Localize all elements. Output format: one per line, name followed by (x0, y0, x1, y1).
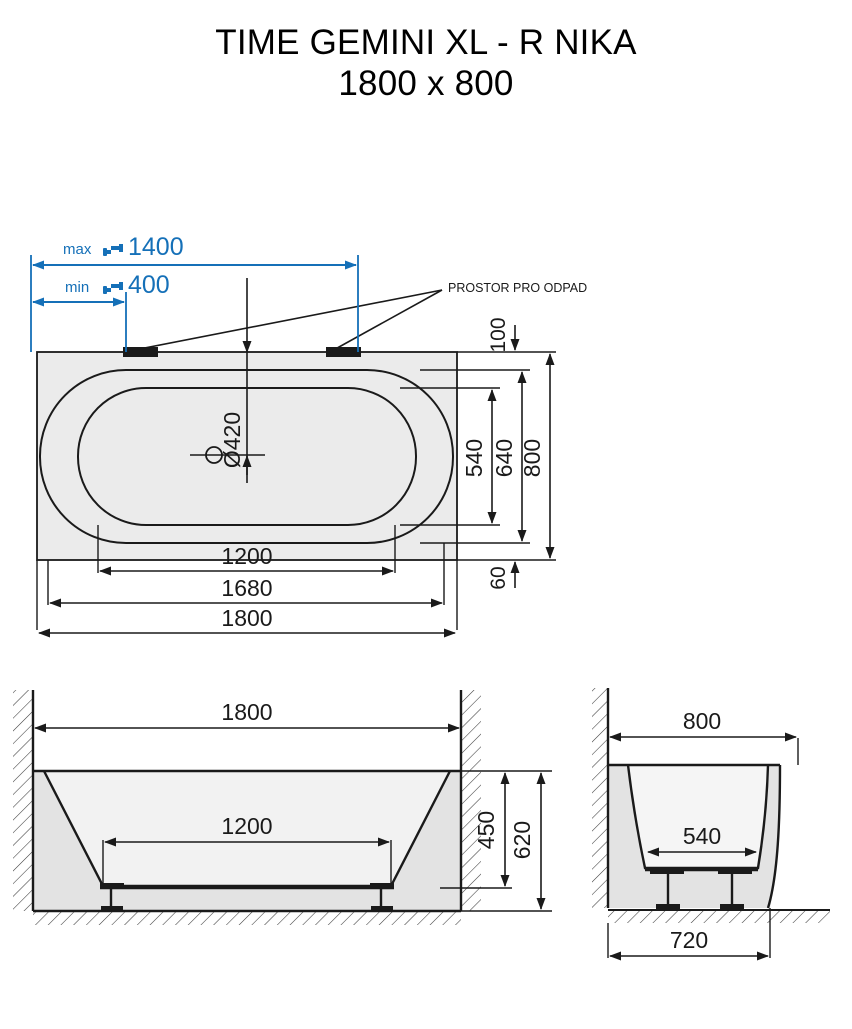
plan-dim-540-text: 540 (461, 439, 487, 477)
front-wall-right-hatch (461, 690, 481, 911)
title-line-model: TIME GEMINI XL - R NIKA (215, 23, 637, 62)
side-foot-left (656, 904, 680, 910)
side-foot-right (720, 904, 744, 910)
plan-drain-circle (205, 446, 223, 464)
drain-leader-left (123, 289, 443, 353)
side-floor-hatch (608, 910, 830, 923)
front-floor-hatch (33, 911, 461, 925)
tap-min-prefix: min (65, 279, 89, 296)
plan-diameter-value: 420 (219, 412, 245, 450)
plan-dim-1680-text: 1680 (221, 575, 272, 601)
plan-dim-800-text: 800 (519, 439, 545, 477)
front-dim-1200-text: 1200 (221, 813, 272, 839)
front-basin-shape (44, 771, 450, 886)
front-leg-left-plate (100, 883, 124, 889)
side-wall-hatch (592, 688, 608, 908)
title-line-size: 1800 x 800 (338, 64, 514, 104)
front-dim-1800-text: 1800 (221, 699, 272, 725)
front-dim-620-text: 620 (509, 821, 535, 859)
front-foot-right (371, 906, 393, 912)
tap-max-prefix: max (63, 241, 92, 258)
drain-leader-right (329, 289, 443, 353)
side-dim-540-text: 540 (683, 823, 721, 849)
plan-view: PROSTOR PRO ODPAD Ø420 max 1400 min 4 (30, 233, 587, 638)
front-wall-left-hatch (13, 690, 33, 911)
drain-space-block-left (123, 347, 158, 357)
plan-dim-640-text: 640 (491, 439, 517, 477)
side-dim-800-text: 800 (683, 708, 721, 734)
side-basin-outline (626, 764, 770, 870)
tap-max-value: 1400 (128, 233, 184, 261)
tap-min-value: 400 (128, 271, 170, 299)
side-base-plate-left (650, 868, 684, 874)
plan-diameter-symbol: Ø (219, 450, 245, 468)
drain-space-label: PROSTOR PRO ODPAD (448, 281, 587, 295)
side-basin-shape (628, 765, 768, 868)
side-elevation-view: 800 540 720 (592, 688, 830, 961)
plan-dim-1800-text: 1800 (221, 605, 272, 631)
side-outer-skirt (766, 764, 782, 909)
plan-dim-1200-text: 1200 (221, 543, 272, 569)
side-base-plate-right (718, 868, 752, 874)
front-elevation-view: 1800 1200 450 620 (13, 690, 552, 925)
plan-dim-60-text: 60 (487, 566, 510, 589)
side-dim-720-text: 720 (670, 927, 708, 953)
plan-dim-100-text: 100 (487, 317, 510, 352)
faucet-icon-max (103, 244, 123, 256)
faucet-icon-min (103, 282, 123, 294)
front-foot-left (101, 906, 123, 912)
front-leg-right-plate (370, 883, 394, 889)
drain-space-block-right (326, 347, 361, 357)
front-basin-outline (42, 770, 452, 888)
plan-drain-diameter-text: Ø420 (219, 412, 245, 468)
page-title: TIME GEMINI XL - R NIKA 1800 x 800 (0, 22, 852, 105)
front-dim-450-text: 450 (473, 811, 499, 849)
